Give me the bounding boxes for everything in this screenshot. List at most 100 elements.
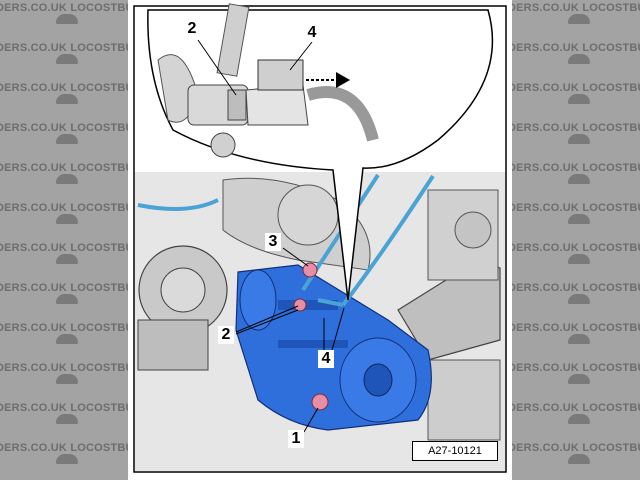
watermark-logo xyxy=(56,454,78,464)
watermark-row: DERS.CO.UK LOCOSTBUILDERS.CO.UK xyxy=(0,240,128,280)
watermark-text: DERS.CO.UK LOCOSTBUILDERS.CO.UK xyxy=(0,362,128,374)
watermark-text: DERS.CO.UK LOCOSTBUILDERS.CO.UK xyxy=(0,122,128,134)
leader-1 xyxy=(303,407,319,433)
watermark-logo xyxy=(56,254,78,264)
bolt-3 xyxy=(302,262,318,278)
watermark-logo xyxy=(568,14,590,24)
watermark-text: DERS.CO.UK LOCOSTBUILDERS.CO.UK xyxy=(512,42,640,54)
inset-plug xyxy=(257,59,304,91)
cable-right xyxy=(341,174,435,307)
diagram-frame xyxy=(133,5,507,473)
leader-3 xyxy=(282,247,309,267)
watermark-row: DERS.CO.UK LOCOSTBUILDERS.CO.UK xyxy=(512,440,640,480)
watermark-text: DERS.CO.UK LOCOSTBUILDERS.CO.UK xyxy=(512,442,640,454)
watermark-logo xyxy=(56,414,78,424)
watermark-text: DERS.CO.UK LOCOSTBUILDERS.CO.UK xyxy=(512,282,640,294)
watermark-row: DERS.CO.UK LOCOSTBUILDERS.CO.UK xyxy=(0,40,128,80)
watermark-logo xyxy=(568,174,590,184)
cable-connector-link xyxy=(317,298,344,307)
cable-left xyxy=(137,198,219,211)
watermark-text: DERS.CO.UK LOCOSTBUILDERS.CO.UK xyxy=(0,442,128,454)
watermark-logo xyxy=(56,374,78,384)
watermark-logo xyxy=(568,94,590,104)
watermark-row: DERS.CO.UK LOCOSTBUILDERS.CO.UK xyxy=(512,360,640,400)
watermark-row: DERS.CO.UK LOCOSTBUILDERS.CO.UK xyxy=(512,280,640,320)
watermark-logo xyxy=(568,54,590,64)
callout-4: 4 xyxy=(318,350,334,368)
inset-arrow-icon xyxy=(306,72,350,88)
callout-1: 1 xyxy=(288,430,304,448)
bolt-2 xyxy=(293,298,307,312)
watermark-logo xyxy=(56,94,78,104)
starter-motor xyxy=(235,264,432,431)
watermark-row: DERS.CO.UK LOCOSTBUILDERS.CO.UK xyxy=(0,320,128,360)
inset-leader-2 xyxy=(197,39,237,96)
bellhousing-detail xyxy=(277,184,339,246)
leader-2b xyxy=(235,309,299,335)
watermark-logo xyxy=(568,254,590,264)
watermark-logo xyxy=(568,214,590,224)
inset-connector-block xyxy=(245,84,309,126)
callout-2: 2 xyxy=(218,326,234,344)
watermark-text: DERS.CO.UK LOCOSTBUILDERS.CO.UK xyxy=(0,202,128,214)
watermark-text: DERS.CO.UK LOCOSTBUILDERS.CO.UK xyxy=(512,402,640,414)
inset-cable xyxy=(306,86,379,142)
watermark-logo xyxy=(56,134,78,144)
watermark-text: DERS.CO.UK LOCOSTBUILDERS.CO.UK xyxy=(0,282,128,294)
callout-3: 3 xyxy=(265,233,281,251)
watermark-row: DERS.CO.UK LOCOSTBUILDERS.CO.UK xyxy=(0,200,128,240)
diagram-panel: 2 4 3 2 4 1 A27-10121 xyxy=(128,0,512,480)
watermark-row: DERS.CO.UK LOCOSTBUILDERS.CO.UK xyxy=(0,400,128,440)
watermark-text: DERS.CO.UK LOCOSTBUILDERS.CO.UK xyxy=(512,2,640,14)
inset-nut xyxy=(227,89,247,121)
callout-inset-4: 4 xyxy=(304,24,320,42)
watermark-text: DERS.CO.UK LOCOSTBUILDERS.CO.UK xyxy=(0,242,128,254)
watermark-logo xyxy=(56,214,78,224)
watermark-column-right: DERS.CO.UK LOCOSTBUILDERS.CO.UK DERS.CO.… xyxy=(512,0,640,480)
watermark-row: DERS.CO.UK LOCOSTBUILDERS.CO.UK xyxy=(512,80,640,120)
watermark-text: DERS.CO.UK LOCOSTBUILDERS.CO.UK xyxy=(0,322,128,334)
inset-magnifier xyxy=(147,9,494,301)
watermark-row: DERS.CO.UK LOCOSTBUILDERS.CO.UK xyxy=(0,440,128,480)
diagram-illustration xyxy=(133,3,507,473)
watermark-row: DERS.CO.UK LOCOSTBUILDERS.CO.UK xyxy=(512,320,640,360)
watermark-row: DERS.CO.UK LOCOSTBUILDERS.CO.UK xyxy=(0,160,128,200)
watermark-logo xyxy=(56,54,78,64)
watermark-text: DERS.CO.UK LOCOSTBUILDERS.CO.UK xyxy=(0,402,128,414)
watermark-column-left: DERS.CO.UK LOCOSTBUILDERS.CO.UK DERS.CO.… xyxy=(0,0,128,480)
leader-4b xyxy=(331,307,345,351)
leader-2 xyxy=(235,305,299,333)
watermark-row: DERS.CO.UK LOCOSTBUILDERS.CO.UK xyxy=(0,360,128,400)
watermark-row: DERS.CO.UK LOCOSTBUILDERS.CO.UK xyxy=(0,0,128,40)
watermark-logo xyxy=(568,374,590,384)
watermark-logo xyxy=(568,134,590,144)
watermark-text: DERS.CO.UK LOCOSTBUILDERS.CO.UK xyxy=(0,42,128,54)
watermark-row: DERS.CO.UK LOCOSTBUILDERS.CO.UK xyxy=(0,120,128,160)
watermark-text: DERS.CO.UK LOCOSTBUILDERS.CO.UK xyxy=(512,362,640,374)
watermark-row: DERS.CO.UK LOCOSTBUILDERS.CO.UK xyxy=(0,280,128,320)
watermark-logo xyxy=(568,454,590,464)
left-pump-pulley xyxy=(160,267,206,313)
figure-reference: A27-10121 xyxy=(412,441,498,461)
left-bracket xyxy=(137,319,209,371)
watermark-logo xyxy=(56,334,78,344)
inset-lower-bolt xyxy=(210,132,236,158)
watermark-row: DERS.CO.UK LOCOSTBUILDERS.CO.UK xyxy=(512,0,640,40)
watermark-row: DERS.CO.UK LOCOSTBUILDERS.CO.UK xyxy=(512,400,640,440)
watermark-logo xyxy=(56,294,78,304)
watermark-text: DERS.CO.UK LOCOSTBUILDERS.CO.UK xyxy=(0,162,128,174)
watermark-row: DERS.CO.UK LOCOSTBUILDERS.CO.UK xyxy=(512,120,640,160)
watermark-row: DERS.CO.UK LOCOSTBUILDERS.CO.UK xyxy=(0,80,128,120)
watermark-logo xyxy=(568,414,590,424)
watermark-row: DERS.CO.UK LOCOSTBUILDERS.CO.UK xyxy=(512,200,640,240)
watermark-logo xyxy=(568,334,590,344)
watermark-logo xyxy=(56,174,78,184)
inset-stud xyxy=(216,3,250,77)
inset-leader-4 xyxy=(289,41,313,71)
watermark-text: DERS.CO.UK LOCOSTBUILDERS.CO.UK xyxy=(512,202,640,214)
watermark-logo xyxy=(568,294,590,304)
watermark-row: DERS.CO.UK LOCOSTBUILDERS.CO.UK xyxy=(512,240,640,280)
watermark-text: DERS.CO.UK LOCOSTBUILDERS.CO.UK xyxy=(512,322,640,334)
lower-right-detail xyxy=(427,359,501,441)
watermark-text: DERS.CO.UK LOCOSTBUILDERS.CO.UK xyxy=(512,162,640,174)
